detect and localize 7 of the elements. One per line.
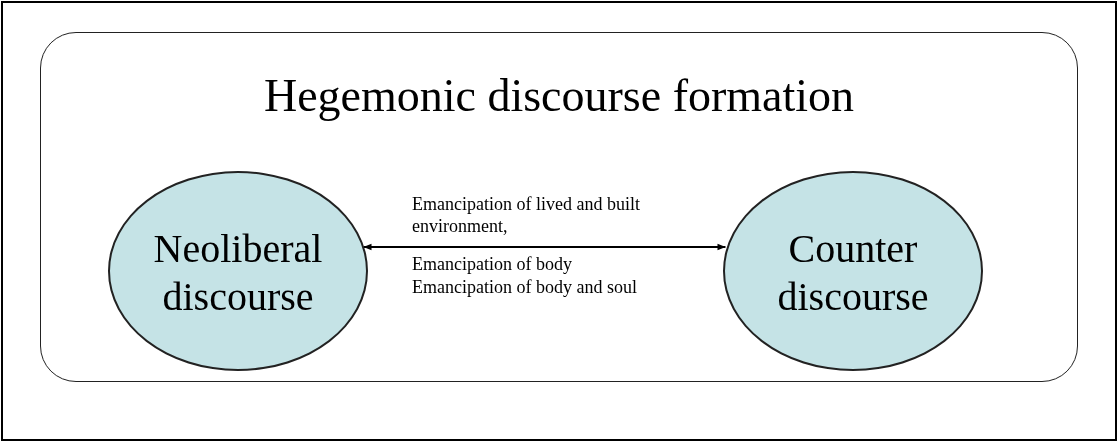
emancipation-note: Emancipation of lived and built environment, <box>412 193 641 237</box>
ellipse-label: Counter discourse <box>776 225 930 321</box>
formation-panel <box>40 32 1078 382</box>
panel-heading: Hegemonic discourse formation <box>262 71 856 121</box>
ellipse-label: Neoliberal discourse <box>152 225 324 321</box>
emancipation-note: Emancipation of body and soul <box>412 276 637 298</box>
emancipation-note: Emancipation of body <box>412 253 572 275</box>
